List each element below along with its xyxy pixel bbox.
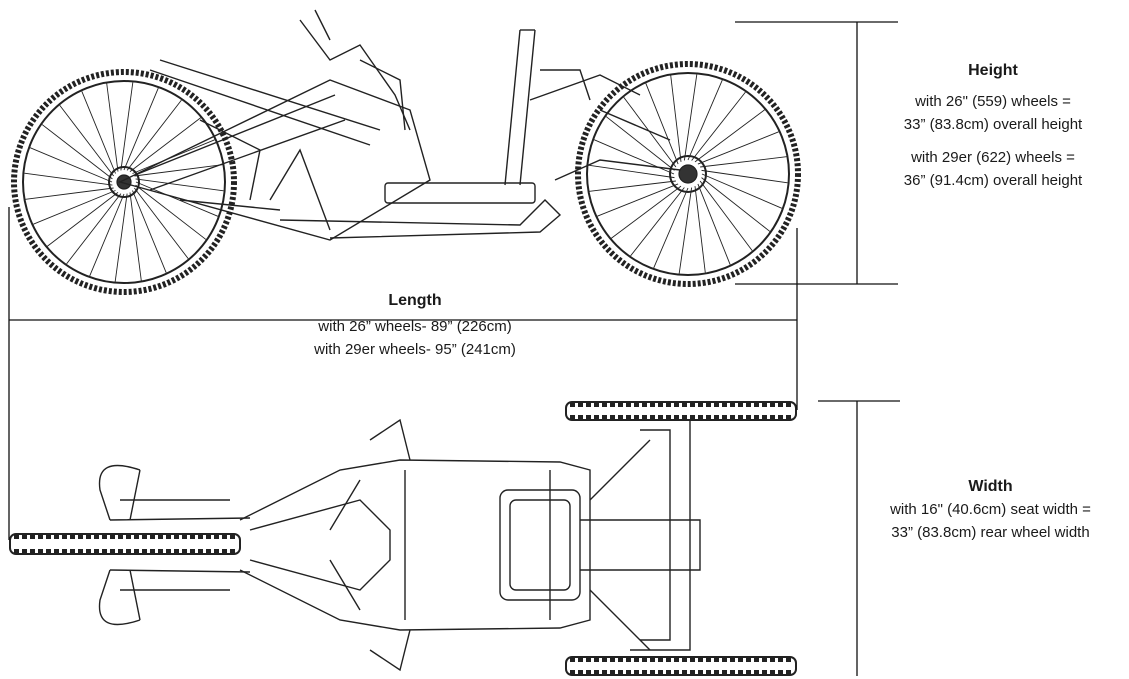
height-line-2: 33” (83.8cm) overall height: [903, 116, 1083, 133]
spoke: [66, 193, 122, 265]
spoke: [114, 193, 128, 282]
spoke: [29, 147, 113, 183]
spoke: [701, 177, 771, 232]
spoke: [701, 169, 788, 184]
spoke: [24, 172, 113, 186]
height-line-3: with 29er (622) wheels =: [911, 149, 1075, 166]
spoke: [106, 83, 119, 172]
spoke: [132, 190, 167, 273]
spoke: [89, 193, 125, 277]
spoke: [700, 156, 787, 168]
spoke: [687, 79, 723, 161]
rear-wheel-top-lower: [565, 656, 797, 676]
spoke: [597, 183, 679, 217]
length-dimension-lines: [8, 207, 798, 540]
spoke: [611, 185, 682, 239]
spoke: [699, 180, 753, 251]
front-wheel-top: [9, 533, 241, 555]
rear-wheel-side: [575, 61, 801, 287]
spoke: [697, 131, 779, 165]
spoke: [678, 187, 693, 274]
spoke: [134, 187, 189, 259]
spoke: [120, 82, 134, 171]
spoke: [135, 181, 219, 217]
side-frame: [118, 9, 681, 241]
spoke: [694, 109, 765, 163]
spoke: [41, 124, 113, 180]
spoke: [81, 91, 116, 174]
spoke: [670, 75, 682, 162]
front-wheel-side: [11, 69, 237, 295]
top-view-handcycle: [9, 401, 797, 676]
spoke: [59, 105, 114, 177]
height-dimension-lines: [735, 21, 898, 285]
width-line-1: with 16" (40.6cm) seat width =: [890, 501, 1091, 518]
length-annotation: Length with 26” wheels- 89” (226cm) with…: [210, 292, 620, 361]
spoke: [701, 173, 783, 209]
spoke: [134, 164, 223, 177]
spoke: [697, 183, 731, 265]
spoke: [623, 97, 677, 168]
rear-wheel-top-upper: [565, 401, 797, 421]
spoke: [645, 83, 679, 165]
top-frame: [120, 418, 701, 672]
spoke: [694, 186, 706, 273]
length-title: Length: [388, 292, 442, 309]
spoke: [129, 117, 201, 172]
spoke: [123, 87, 159, 171]
spoke: [33, 190, 116, 225]
spoke: [589, 180, 676, 192]
spoke: [653, 187, 689, 269]
spoke: [129, 192, 142, 281]
spoke: [630, 187, 685, 257]
spoke: [605, 116, 675, 171]
height-annotation: Height with 26" (559) wheels = 33” (83.8…: [858, 62, 1128, 192]
height-line-1: with 26" (559) wheels =: [915, 93, 1071, 110]
spoke: [135, 178, 224, 192]
width-dimension-lines: [818, 400, 900, 676]
spoke: [25, 187, 114, 200]
spoke: [588, 164, 675, 179]
spoke: [126, 99, 182, 171]
side-view-handcycle: [11, 9, 801, 295]
spoke: [135, 184, 207, 240]
height-title: Height: [968, 62, 1018, 79]
width-annotation: Width with 16" (40.6cm) seat width = 33”…: [848, 478, 1129, 544]
spoke: [691, 91, 746, 161]
spoke: [47, 192, 119, 247]
length-line-1: with 26” wheels- 89” (226cm): [318, 318, 512, 335]
width-line-2: 33” (83.8cm) rear wheel width: [891, 524, 1090, 541]
width-title: Width: [968, 478, 1013, 495]
height-line-4: 36” (91.4cm) overall height: [903, 172, 1083, 189]
spoke: [683, 74, 698, 161]
spoke: [593, 139, 675, 175]
length-line-2: with 29er wheels- 95” (241cm): [314, 341, 516, 358]
